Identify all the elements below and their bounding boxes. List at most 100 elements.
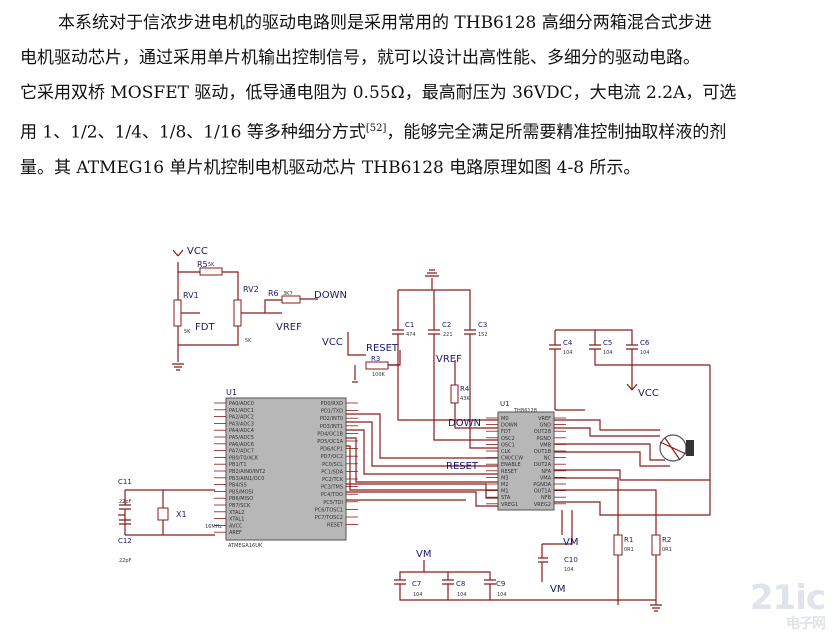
c10-value: 104 (564, 567, 574, 573)
pin-label: OUT1B (534, 449, 552, 455)
citation: [52] (365, 123, 387, 134)
driver-label: U1 (500, 400, 510, 408)
pin-label: PB1/T1 (229, 462, 247, 468)
pin-label: OUT2B (534, 429, 552, 435)
rv1-value: 5K (184, 329, 191, 335)
c5-label: C5 (603, 339, 612, 347)
paragraph-text: ，能够完全满足所需要精准控制抽取样液的剂 (386, 122, 727, 143)
pin-label: VREG1 (501, 502, 518, 508)
paragraph-line: 电机驱动芯片，通过采用单片机输出控制信号，就可以设计出高性能、多细分的驱动电路。 (20, 48, 700, 68)
pin-label: PA2/ADC2 (229, 415, 254, 421)
mcu-label: U1 (226, 388, 237, 397)
pin-label: M1 (501, 489, 509, 495)
c4-label: C4 (563, 339, 573, 347)
pin-label: PB7/SCK (229, 503, 251, 509)
pin-label: AVCC (229, 523, 243, 529)
c8-value: 104 (457, 592, 467, 598)
rv2-value: 5K (245, 338, 252, 344)
down-label: DOWN (448, 418, 481, 429)
c9-label: C9 (496, 580, 505, 588)
pin-label: PA1/ADC1 (229, 408, 254, 414)
pin-label: PB3/AIN1/OC0 (229, 476, 264, 482)
c3-label: C3 (478, 321, 487, 329)
vref-label: VREF (276, 322, 302, 333)
signal-bus: DOWN RESET (346, 413, 498, 507)
pin-label: PD7/OC2 (321, 454, 343, 460)
down-label: DOWN (314, 290, 347, 301)
paragraph-line: 本系统对于信浓步进电机的驱动电路则是采用常用的 THB6128 高细分两箱混合式… (58, 13, 712, 33)
c12-value: 22pF (119, 558, 132, 564)
c11-label: C11 (118, 478, 132, 486)
mcu-part: ATMEGA16UK (228, 543, 263, 549)
pin-label: AREF (229, 530, 242, 536)
pin-label: PA0/ADC0 (229, 401, 254, 407)
pin-label: DOWN (501, 423, 518, 429)
driver-part: THB6128 (513, 408, 537, 414)
pin-label: PC2/TCK (322, 477, 344, 483)
r6-label: R6 (268, 289, 279, 298)
pin-label: PA4/ADC4 (229, 428, 254, 434)
c4-value: 104 (563, 350, 573, 356)
x1-value: 16MHz (205, 524, 222, 530)
pin-label: PB5/MOSI (229, 489, 253, 495)
c2-label: C2 (442, 321, 451, 329)
c6-label: C6 (640, 339, 650, 347)
pin-label: CW/CCW (501, 456, 523, 462)
pin-label: CLK (501, 449, 511, 455)
reset-network: VCC RESET R3 100K C1 474 C2 221 C3 152 V… (322, 269, 498, 449)
crystal-circuit: C11 22pF C12 22pF X1 16MHz (118, 478, 222, 564)
paragraph-line: 它采用双桥 MOSFET 驱动，低导通电阻为 0.55Ω，最高耐压为 36VDC… (20, 83, 737, 103)
vref-label: VREF (436, 354, 462, 365)
pin-label: RESET (501, 469, 518, 475)
c7-label: C7 (412, 580, 421, 588)
pin-label: PD0/RXD (321, 401, 344, 407)
pin-label: PA7/ADC7 (229, 449, 254, 455)
motor-output: R1 0R1 R2 0R1 (554, 365, 711, 605)
pin-label: XTAL1 (229, 517, 244, 523)
c9-value: 104 (497, 592, 507, 598)
r1-label: R1 (624, 536, 633, 544)
paragraph: 本系统对于信浓步进电机的驱动电路则是采用常用的 THB6128 高细分两箱混合式… (20, 6, 820, 186)
pin-label: OUT2A (534, 462, 552, 468)
rv2-label: RV2 (243, 285, 259, 294)
paragraph-line: 用 1、1/2、1/4、1/8、1/16 等多种细分方式[52]，能够完全满足所… (20, 111, 820, 151)
watermark-brand: 21ic (749, 578, 826, 618)
pin-label: PD4/OC1B (317, 431, 343, 437)
c1-label: C1 (405, 321, 414, 329)
vcc-label: VCC (187, 246, 208, 257)
pin-label: PD2/INT0 (320, 416, 343, 422)
pin-label: PC3/TMS (321, 485, 343, 491)
pin-label: OSC1 (501, 442, 515, 448)
r5-value: 5K (208, 262, 215, 268)
pin-label: GND (540, 423, 552, 429)
pin-label: PGNDA (533, 482, 551, 488)
c6-value: 104 (640, 350, 650, 356)
pin-label: M0 (501, 416, 509, 422)
reset-label: RESET (446, 461, 479, 472)
c12-label: C12 (118, 537, 132, 545)
pin-label: M2 (501, 482, 509, 488)
pin-label: ENABLE (501, 462, 521, 468)
pin-label: NFB (541, 495, 552, 501)
c2-value: 221 (443, 332, 453, 338)
pin-label: VMB (540, 442, 552, 448)
pin-label: PB2/AIN0/INT2 (229, 469, 265, 475)
r6-value: 3K7 (283, 291, 293, 297)
watermark-sub: 电子网 (786, 616, 826, 632)
r3-value: 100K (372, 372, 386, 378)
pin-label: PC5/TDI (323, 500, 343, 506)
pin-label: FDT (501, 429, 512, 435)
pin-label: NC (544, 456, 552, 462)
r4-value: 43K (460, 396, 470, 402)
pin-label: PGND (537, 436, 552, 442)
c11-value: 22pF (119, 499, 132, 505)
x1-label: X1 (176, 510, 187, 519)
pin-label: PA6/ADC6 (229, 442, 254, 448)
pin-label: VREG2 (534, 502, 551, 508)
vm-caps: VM VM VM C10 104 C7 104 C8 104 C9 104 (394, 510, 662, 612)
r5-label: R5 (197, 260, 208, 269)
driver-chip: U1 THB6128 M0DOWNFDTOSC2OSC1CLKCW/CCWENA… (486, 400, 566, 511)
r1-value: 0R1 (624, 547, 634, 553)
pin-label: PD1/TXD (321, 409, 343, 415)
